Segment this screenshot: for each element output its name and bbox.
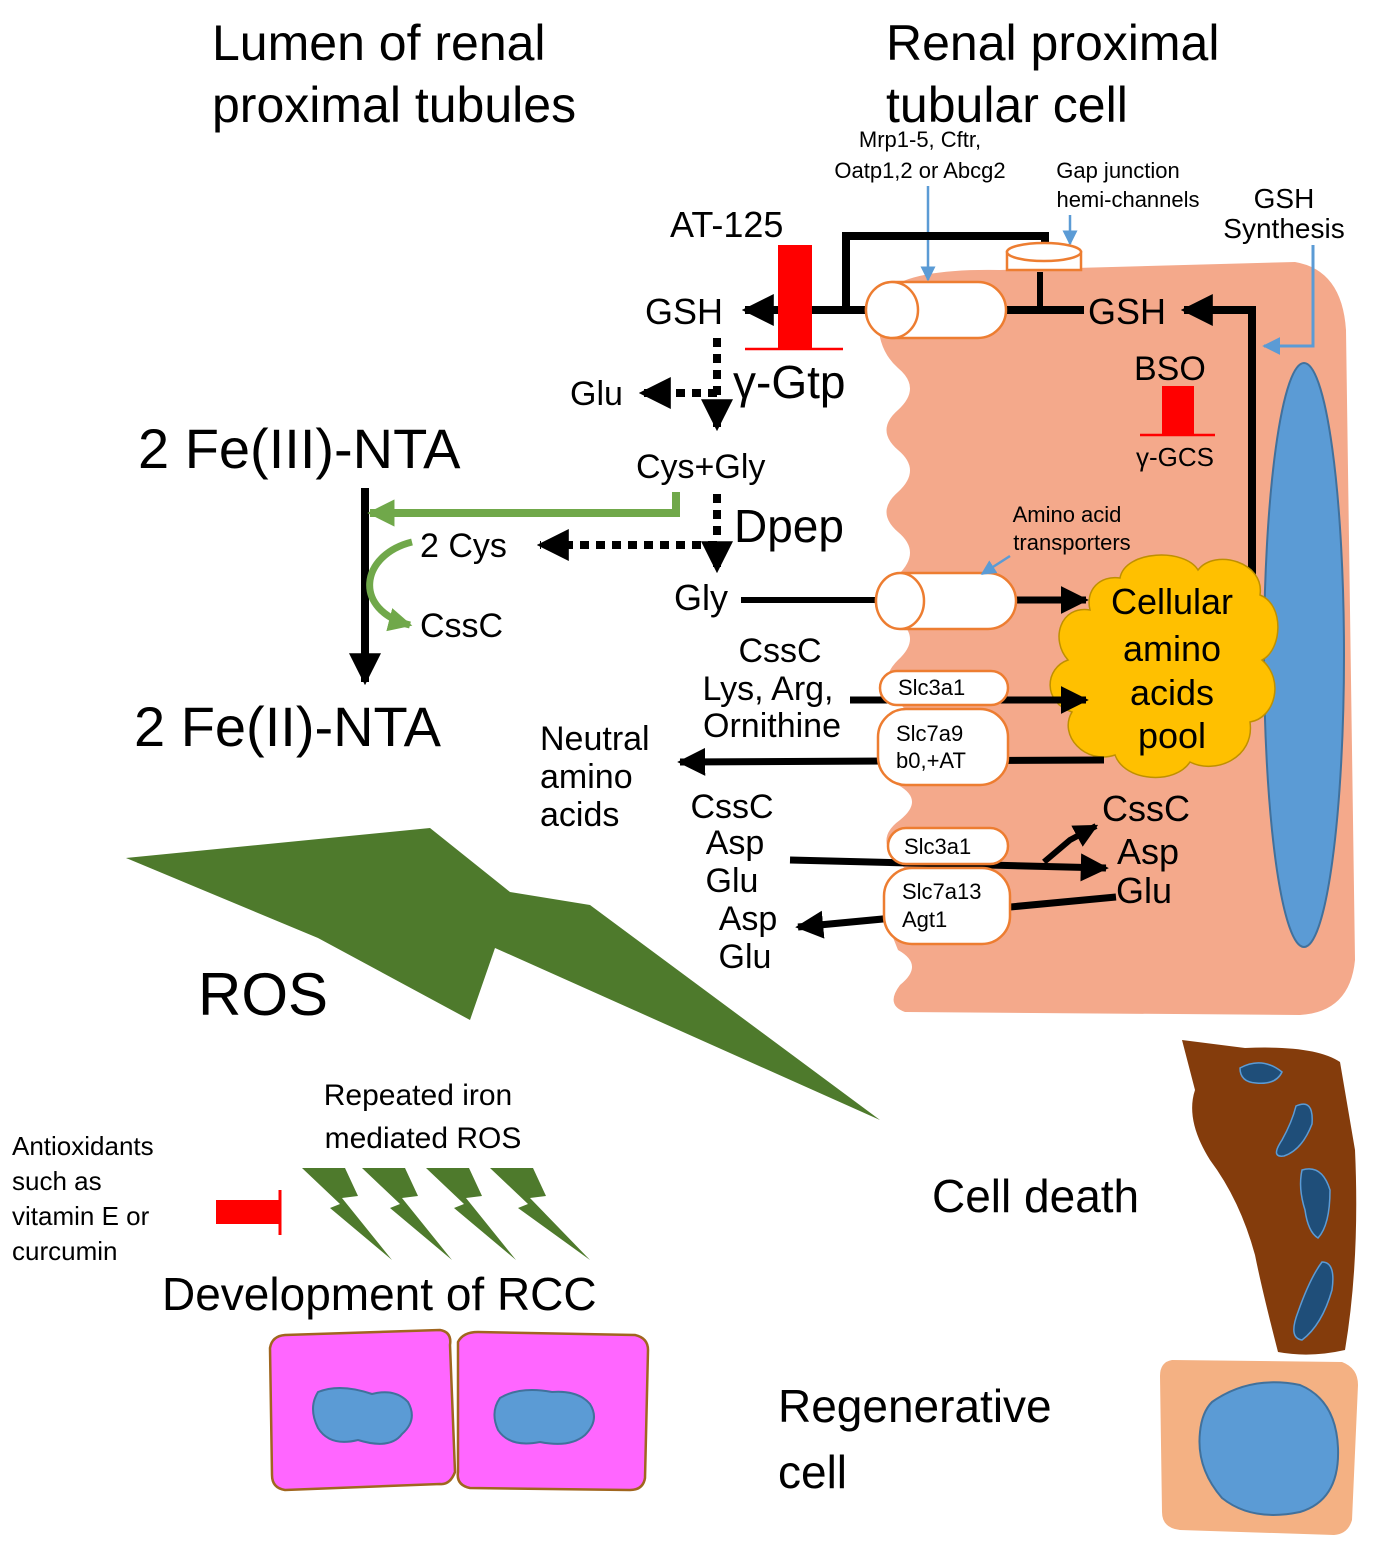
dead-cell-fragments xyxy=(1239,1062,1334,1341)
nucleus-fragment-2 xyxy=(1275,1103,1313,1157)
repeated-ros-bolts xyxy=(302,1168,590,1260)
ggtp-enzyme: γ-Gtp xyxy=(733,356,845,408)
nucleus-fragment-1 xyxy=(1239,1062,1283,1085)
amino-acid-transporter xyxy=(874,571,1018,631)
cell-death-label: Cell death xyxy=(932,1170,1139,1222)
fe3-nta: 2 Fe(III)-NTA xyxy=(138,417,461,480)
efflux-transporter-label: Mrp1-5, Cftr,Oatp1,2 or Abcg2 xyxy=(834,127,1005,183)
two-cys: 2 Cys xyxy=(420,527,507,565)
at125-label: AT-125 xyxy=(670,204,783,245)
nucleus-fragment-4 xyxy=(1293,1261,1334,1341)
slc7a9-transporter xyxy=(876,707,1010,787)
gly-lumen: Gly xyxy=(674,577,728,618)
cysgly-reductant-arrow xyxy=(367,492,680,527)
rcc-nucleus-right xyxy=(493,1389,595,1445)
at125-inhibitor-bar xyxy=(778,245,812,348)
slc7a13-transporter xyxy=(882,866,1012,946)
gsh-synthesis-arrow xyxy=(1180,294,1256,578)
gsh-lumen: GSH xyxy=(645,291,723,332)
gsh-synthesis-pointer xyxy=(1262,245,1315,355)
small-ros-bolt-4 xyxy=(490,1168,590,1260)
efflux-transporter xyxy=(864,280,1008,340)
cys-oxidation-arrow xyxy=(366,538,413,632)
antioxidant-inhibitor-bar xyxy=(216,1200,280,1224)
slc3a1-label-bottom: Slc3a1 xyxy=(904,834,971,859)
bso-inhibitor-bar xyxy=(1162,386,1194,435)
small-ros-bolt-2 xyxy=(362,1168,452,1260)
slc3a1-label-top: Slc3a1 xyxy=(898,675,965,700)
amino-acid-transporter-pointer xyxy=(980,554,1011,576)
glu-lumen: Glu xyxy=(570,375,623,413)
bso-label: BSO xyxy=(1134,350,1206,388)
small-ros-bolt-1 xyxy=(302,1168,392,1260)
rcc-nucleus-left xyxy=(312,1387,413,1445)
dpep-enzyme: Dpep xyxy=(734,500,844,552)
rcc-label: Development of RCC xyxy=(162,1268,597,1320)
fe2-nta: 2 Fe(II)-NTA xyxy=(134,695,442,758)
ros-label: ROS xyxy=(198,961,328,1028)
slc3a1-transporter-bottom xyxy=(886,826,1010,866)
cys-gly: Cys+Gly xyxy=(636,448,765,486)
tubular-cell-nucleus xyxy=(1263,362,1345,948)
regenerative-cell-nucleus xyxy=(1198,1381,1340,1516)
cssc-lumen: CssC xyxy=(420,607,503,645)
gsh-cell: GSH xyxy=(1088,291,1166,332)
amino-acid-pool xyxy=(1049,554,1279,779)
ggcs-enzyme: γ-GCS xyxy=(1136,442,1214,472)
acidic-uptake-branch-arrow xyxy=(1042,823,1099,865)
gap-junction-hemichannel xyxy=(1005,241,1083,272)
ros-lightning-bolt xyxy=(126,828,880,1120)
slc3a1-transporter-top xyxy=(878,669,1010,707)
nucleus-fragment-3 xyxy=(1299,1168,1331,1239)
rcc-cells xyxy=(268,1328,650,1492)
small-ros-bolt-3 xyxy=(426,1168,516,1260)
